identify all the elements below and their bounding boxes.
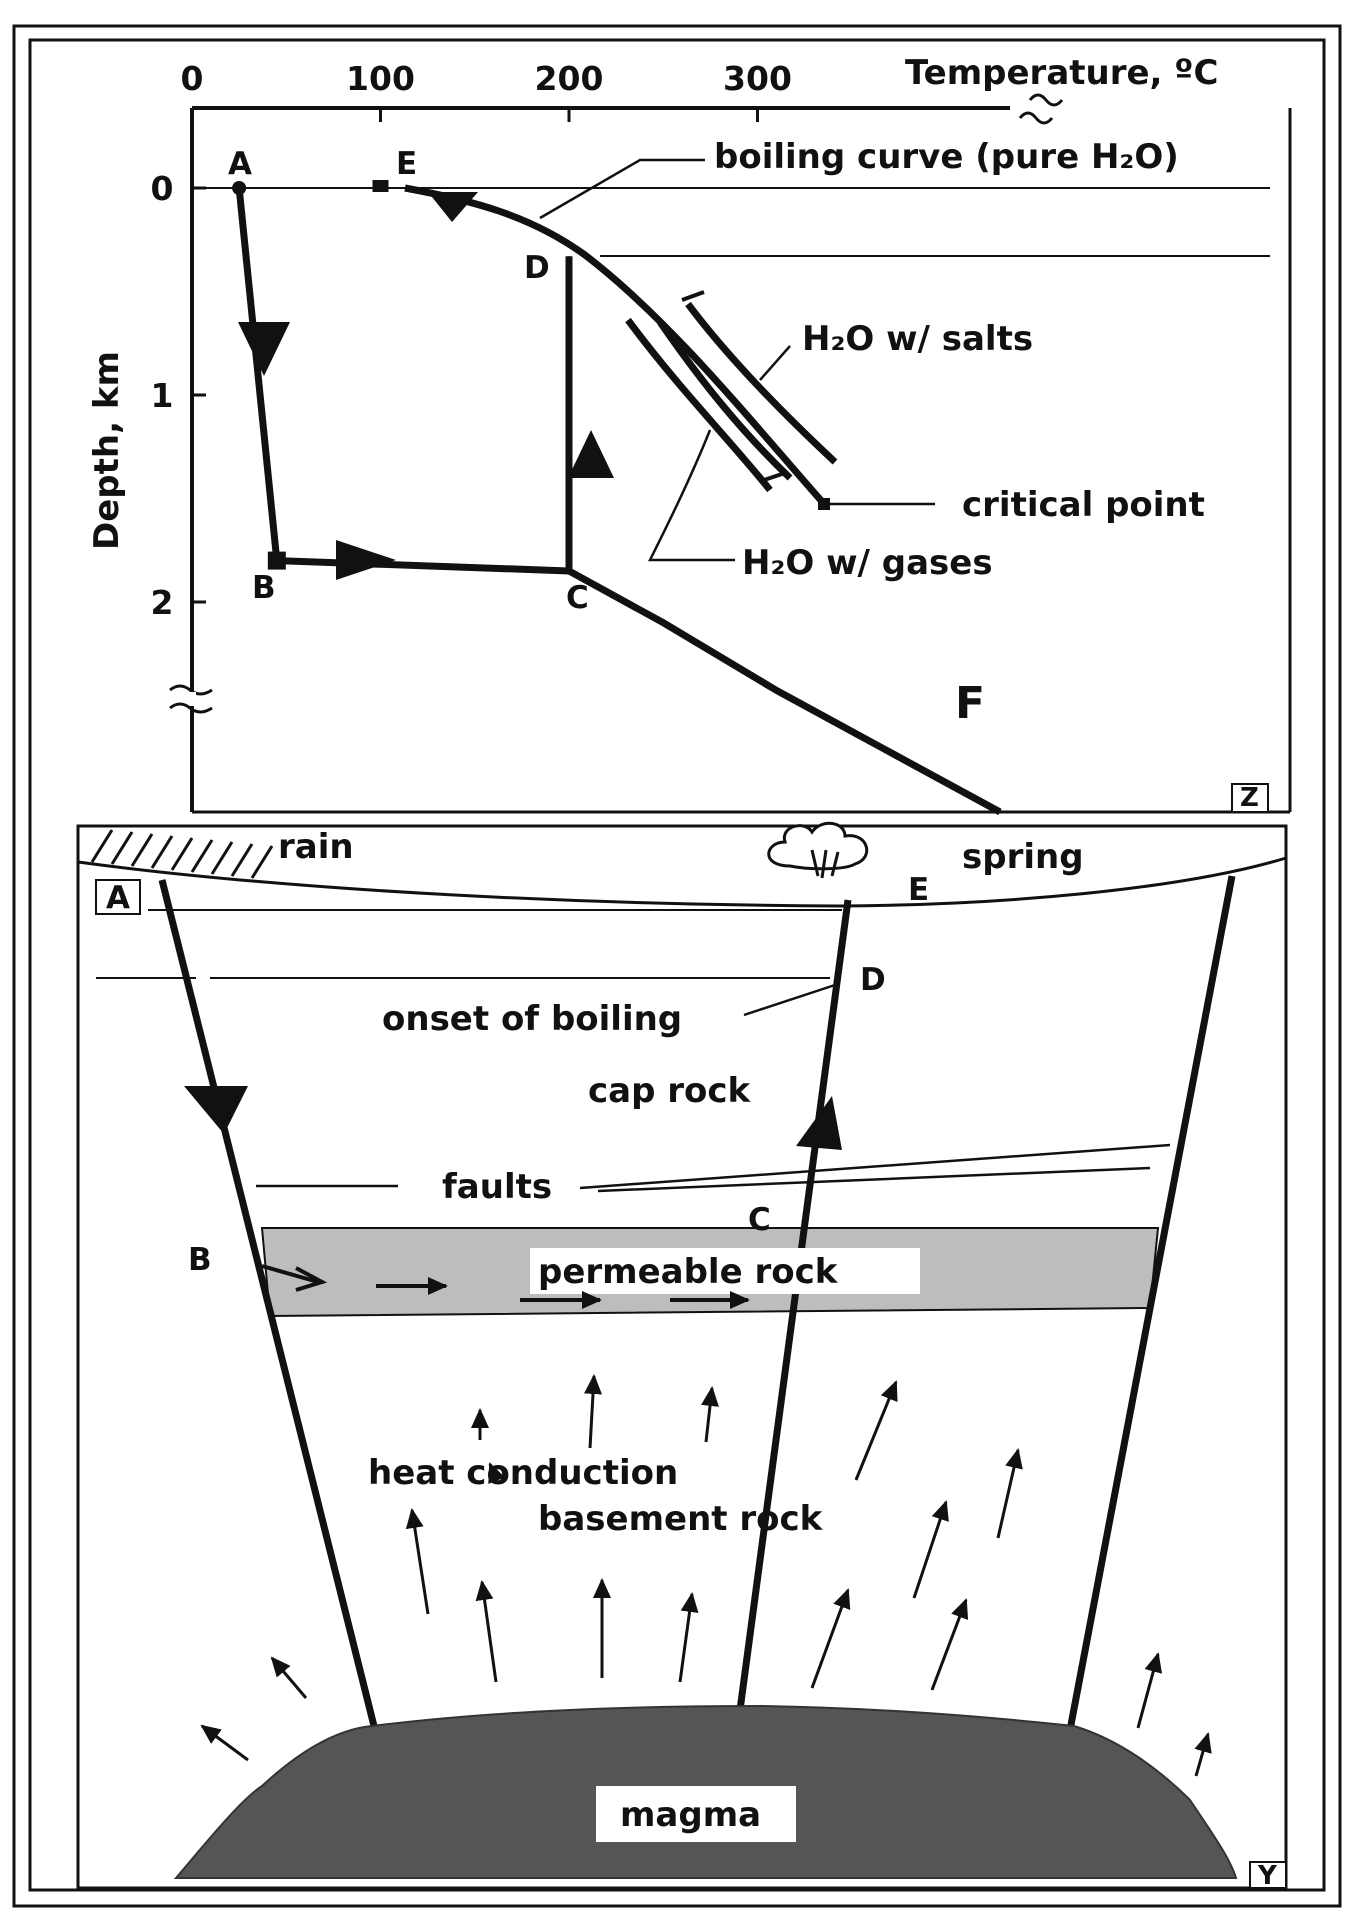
section-frame [76, 824, 1288, 1890]
critical-point-label: critical point [962, 485, 1205, 525]
panel-tag-z: Z [1240, 783, 1259, 813]
arrow-c-to-d [568, 430, 614, 478]
salts-leader [759, 345, 791, 381]
upflow-arrow [796, 1096, 842, 1150]
gases-label: H₂O w/ gases [742, 543, 993, 583]
faults-leader [256, 1143, 1171, 1193]
onset-of-boiling-label: onset of boiling [382, 999, 682, 1039]
spring-label: spring [962, 837, 1084, 877]
y-tick-label: 1 [151, 376, 174, 415]
rain-label: rain [278, 827, 354, 867]
permeable-rock-label: permeable rock [538, 1252, 839, 1292]
ground-surface [77, 856, 1287, 908]
section-point-e: E [908, 872, 929, 908]
y-tick-label: 2 [151, 583, 174, 622]
heat-arrow [1194, 1732, 1212, 1777]
heat-arrow [701, 1386, 719, 1443]
heat-arrow [584, 1374, 602, 1449]
cap-rock-label: cap rock [588, 1071, 752, 1111]
faults-label: faults [442, 1167, 552, 1207]
chart-point-c: C [566, 580, 589, 616]
x-tick-label: 0 [181, 59, 204, 98]
chart-point-a: A [228, 146, 252, 182]
critical-point-marker [818, 498, 830, 510]
heat-arrows [200, 1374, 1212, 1777]
x-tick-label: 100 [346, 59, 415, 98]
flow-path-abcd [235, 187, 573, 575]
left-fault [158, 879, 378, 1727]
gases-curve [625, 317, 773, 493]
chart-point-e: E [396, 146, 417, 182]
salts-label: H₂O w/ salts [802, 319, 1033, 359]
heat-arrow [200, 1724, 249, 1762]
salts-end-tick [681, 290, 705, 302]
temperature-depth-chart: 0 100 200 300 0 1 2 Temperature, ºC Depth, km… [87, 53, 1292, 816]
heat-arrow [475, 1580, 498, 1683]
heat-arrow [1136, 1652, 1162, 1729]
chart-point-f: F [955, 678, 985, 729]
arrow-a-to-b [238, 322, 290, 376]
heat-arrow [488, 1462, 506, 1485]
onset-leader [743, 982, 839, 1017]
point-a-box [95, 879, 141, 915]
salts-curve-inner [657, 320, 793, 481]
heat-arrow [405, 1508, 430, 1615]
flow-arrow-1 [261, 1264, 328, 1292]
center-fault [736, 899, 852, 1711]
heat-arrow [854, 1380, 898, 1481]
basement-rock-label: basement rock [538, 1499, 824, 1539]
x-tick-label: 300 [723, 59, 792, 98]
heat-arrow [270, 1656, 308, 1699]
section-point-d: D [860, 962, 886, 998]
gases-leader [647, 429, 735, 562]
axis-break-x [1018, 93, 1064, 125]
y-tick-label: 0 [151, 169, 174, 208]
magma-label: magma [620, 1795, 761, 1835]
point-a-marker [232, 181, 247, 195]
rain-hatching [90, 829, 274, 879]
panel-tag-y: Y [1257, 1861, 1278, 1891]
chart-point-b: B [252, 570, 276, 606]
heat-arrow [810, 1588, 851, 1689]
permeable-rock-label-box [530, 1248, 920, 1294]
spring-steam-icon [767, 821, 869, 879]
point-e-marker [372, 180, 389, 192]
heat-conduction-label: heat conduction [368, 1453, 678, 1493]
point-b-marker [267, 551, 286, 570]
section-point-a: A [106, 880, 130, 916]
outer-frame [12, 24, 1342, 1908]
heat-arrow [996, 1448, 1023, 1539]
cross-section: rain spring faults onset of boiling cap … [76, 821, 1288, 1891]
x-tick-label: 200 [535, 59, 604, 98]
flow-path-cf [567, 567, 1002, 816]
boiling-curve-label: boiling curve (pure H₂O) [714, 137, 1179, 177]
arrow-b-to-c [336, 540, 396, 580]
heat-arrow [912, 1500, 949, 1599]
panel-tag-box-z [1231, 783, 1269, 813]
y-axis-title: Depth, km [87, 351, 127, 550]
gases-end-tick [763, 472, 783, 482]
salts-curve-outer [685, 301, 838, 465]
inner-frame [28, 38, 1326, 1892]
chart-point-d: D [524, 250, 550, 286]
panel-tag-box-y [1249, 1861, 1287, 1889]
section-point-b: B [188, 1242, 212, 1278]
magma-label-box [596, 1786, 796, 1842]
heat-arrow [930, 1598, 969, 1691]
heat-arrow [678, 1592, 699, 1683]
downflow-arrow [184, 1086, 248, 1134]
section-point-c: C [748, 1202, 771, 1238]
boiling-curve-leader [539, 158, 705, 220]
right-fault [1066, 875, 1236, 1731]
x-axis-title: Temperature, ºC [905, 53, 1218, 93]
boiling-curve [404, 184, 828, 508]
axis-break-y [169, 684, 213, 714]
